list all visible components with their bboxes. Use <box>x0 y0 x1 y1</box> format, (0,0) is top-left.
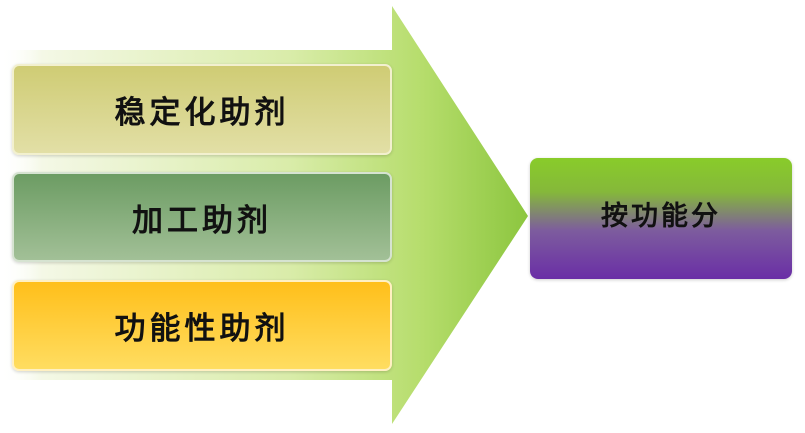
output-box-label: 按功能分 <box>601 201 721 232</box>
input-box-label: 功能性助剂 <box>114 311 290 347</box>
input-box-label: 稳定化助剂 <box>114 95 290 131</box>
input-box-stabilizer: 稳定化助剂 <box>12 64 392 155</box>
input-box-label: 加工助剂 <box>132 202 272 239</box>
input-box-processing-aid: 加工助剂 <box>12 172 392 262</box>
input-box-functional-aid: 功能性助剂 <box>12 280 392 371</box>
output-box-by-function: 按功能分 <box>530 158 792 279</box>
